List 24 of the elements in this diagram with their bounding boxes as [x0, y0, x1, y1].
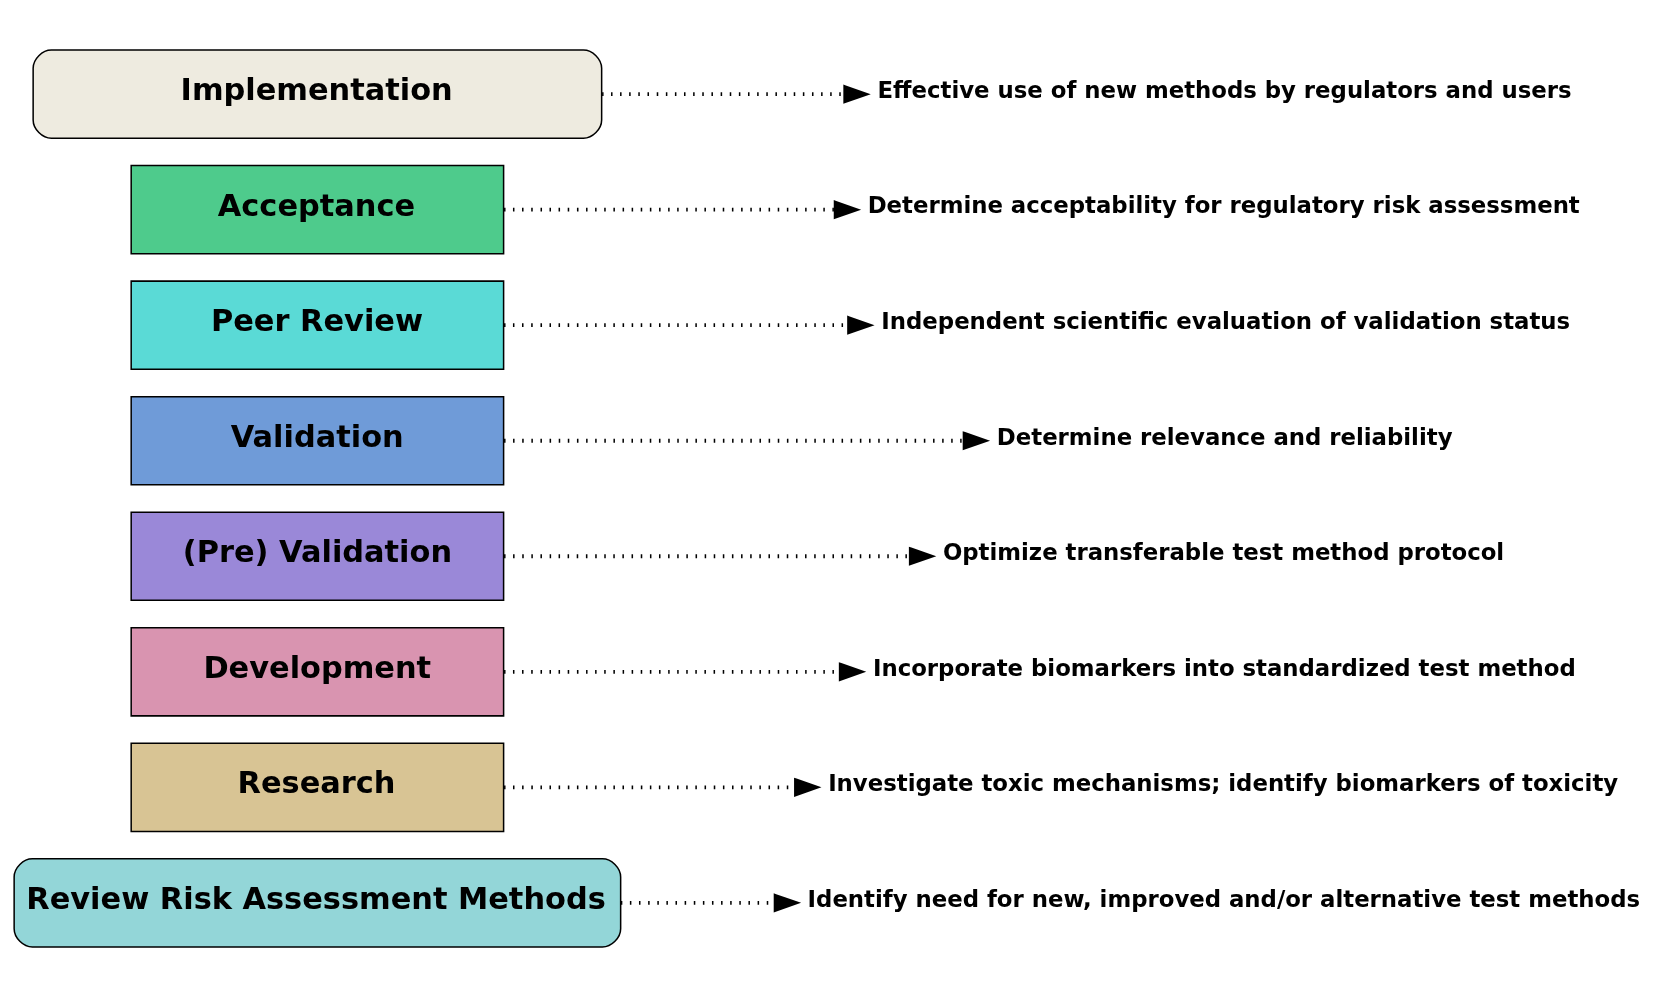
node-box: (Pre) Validation	[130, 510, 505, 601]
node-box: Development	[130, 626, 505, 717]
node-text: Investigate toxic mechanisms; identify biomarkers of toxicity	[828, 769, 1619, 796]
node-text: Effective use of new methods by regulators and users	[877, 76, 1572, 103]
node-box: Validation	[130, 395, 505, 486]
node-text: Incorporate biomarkers into standardized test method	[872, 654, 1576, 681]
node-box: Research	[130, 741, 505, 832]
node-text: Optimize transferable test method protocol	[942, 538, 1505, 565]
node-text: Identify need for new, improved and/or alternative test methods	[807, 885, 1641, 912]
node-box: Review Risk Assessment Methods	[13, 857, 622, 948]
node-box: Peer Review	[130, 279, 505, 370]
arrow	[504, 546, 937, 566]
arrow	[504, 430, 991, 450]
arrow	[504, 661, 867, 681]
node-text: Independent scientific evaluation of validation status	[881, 307, 1571, 334]
node-text: Determine relevance and reliability	[996, 423, 1453, 450]
arrow	[602, 84, 871, 104]
node-text: Determine acceptability for regulatory risk assessment	[867, 191, 1580, 218]
node-box: Implementation	[32, 48, 603, 139]
arrow	[504, 315, 875, 335]
node-box: Acceptance	[130, 164, 505, 255]
arrow	[620, 892, 802, 912]
arrow	[504, 199, 862, 219]
arrow	[504, 777, 822, 797]
